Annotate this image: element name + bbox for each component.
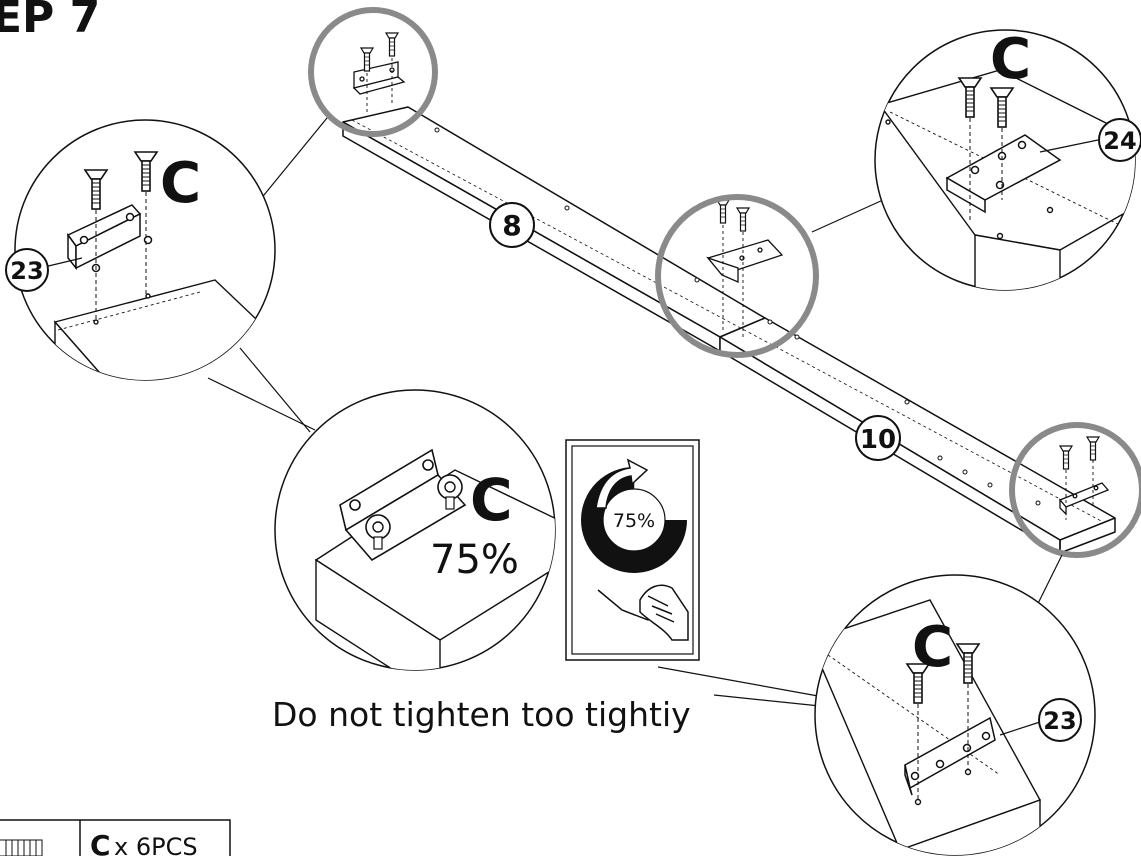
part-badge-8: 8 <box>489 202 535 248</box>
tightening-panel: 75% <box>565 439 700 661</box>
screw-side-icon <box>0 839 43 856</box>
detail-circle-middle: C 75% <box>274 389 556 671</box>
svg-text:23: 23 <box>10 257 43 285</box>
rail-screw-icon <box>716 199 730 224</box>
svg-text:23: 23 <box>1043 707 1076 735</box>
detail-circle-top-left: C 23 <box>5 119 276 381</box>
highlight-ring-left <box>308 7 438 137</box>
part-badge-23-left: 23 <box>5 248 49 292</box>
rail-screw-icon <box>736 207 750 232</box>
highlight-ring-middle <box>655 194 819 358</box>
step-title: EP 7 <box>0 0 100 43</box>
detail-circle-top-right: C 24 <box>874 27 1141 291</box>
screw-head-icon <box>365 474 463 550</box>
hardware-letter: C <box>90 829 111 856</box>
rail-8-top <box>342 106 766 338</box>
part-badge-23-right: 23 <box>1038 698 1082 742</box>
screw-letter-label: C <box>470 466 513 534</box>
screw-letter-label: C <box>160 151 201 216</box>
screw-letter-label: C <box>990 27 1031 92</box>
detail-circle-bottom-right: C 23 <box>814 574 1096 856</box>
part-badge-24: 24 <box>1098 118 1141 162</box>
rail-screw-icon <box>1059 445 1073 470</box>
hand-allen-key-icon <box>597 584 689 641</box>
svg-text:10: 10 <box>860 425 896 455</box>
svg-text:24: 24 <box>1103 127 1136 155</box>
warning-text: Do not tighten too tightiy <box>272 695 691 734</box>
rail-holes <box>434 127 1041 506</box>
screw-letter-label: C <box>912 615 953 680</box>
rail-screw-icon <box>385 32 399 57</box>
tighten-percent-small: 75% <box>613 510 655 532</box>
rail-bracket-left <box>352 61 406 95</box>
tighten-percent-label: 75% <box>430 537 519 583</box>
rotate-arrow-icon <box>595 458 649 509</box>
svg-text:8: 8 <box>502 209 521 242</box>
rail-bracket-middle <box>706 239 784 283</box>
highlight-ring-right <box>1009 422 1141 558</box>
hardware-quantity: x 6PCS <box>114 833 198 856</box>
part-badge-10: 10 <box>855 415 901 461</box>
rail-screw-icon <box>1086 436 1100 461</box>
hardware-box: C x 6PCS <box>0 819 231 856</box>
